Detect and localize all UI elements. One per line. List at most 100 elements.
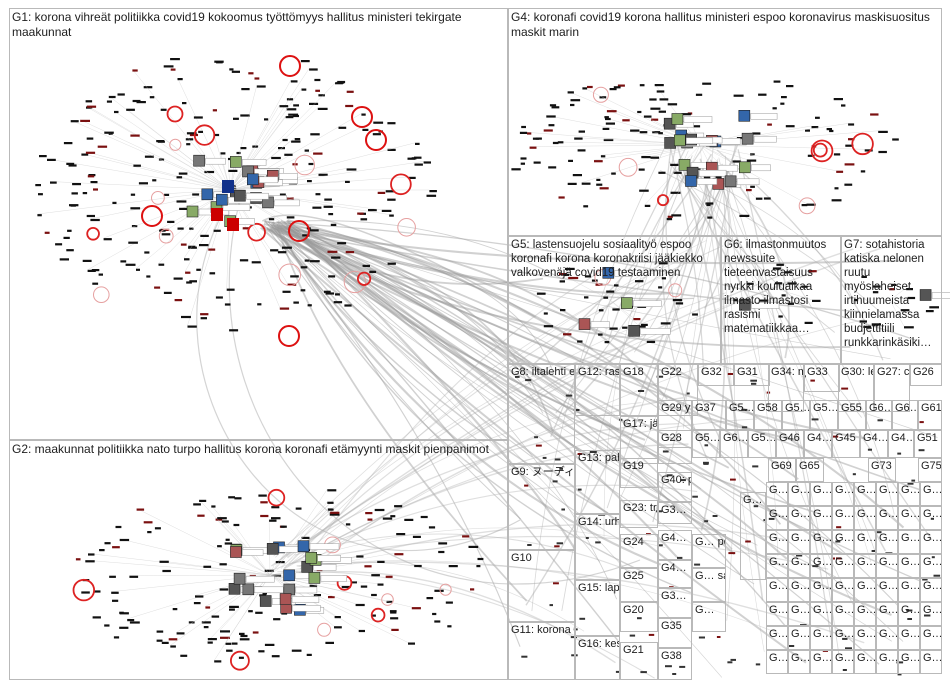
group-label: G4… xyxy=(661,562,687,574)
group-box-g5: G5: lastensuojelu sosiaalityö espoo koro… xyxy=(508,236,721,364)
grid-cell-label: G… xyxy=(857,580,876,592)
group-label: G5… xyxy=(785,402,810,414)
group-label: G20 xyxy=(623,604,644,616)
group-label: G22 xyxy=(661,366,682,378)
group-box-g14: G14: urheilu jääkie… liiga… xyxy=(575,514,620,580)
group-box-g30: G30: leijo… xyxy=(838,364,874,412)
grid-cell-label: G… xyxy=(857,532,876,544)
grid-cell-label: G… xyxy=(835,556,854,568)
group-box-g5r1: G5… xyxy=(692,430,720,458)
grid-cell-label: G… xyxy=(901,580,920,592)
grid-cell-label: G… xyxy=(769,604,788,616)
node xyxy=(728,552,736,555)
group-label: G73 xyxy=(871,460,892,472)
group-box-g6b: G6… xyxy=(892,400,918,430)
group-nodes xyxy=(509,9,941,235)
group-box-gm2: G… po… xyxy=(692,534,726,568)
grid-cell: G… xyxy=(810,482,832,506)
grid-cell-label: G… xyxy=(791,532,810,544)
grid-cell-label: G… xyxy=(813,628,832,640)
grid-cell: G… xyxy=(920,650,942,674)
group-label: G10 xyxy=(511,552,532,564)
grid-cell: G… xyxy=(854,602,876,626)
group-box-g17: G17: jääki… valk… xyxy=(620,416,658,464)
group-nodes xyxy=(10,441,507,679)
grid-cell-label: G… xyxy=(769,580,788,592)
group-box-g1: G1: korona vihreät politiikka covid19 ko… xyxy=(9,8,508,440)
group-box-g38: G38 xyxy=(658,648,692,680)
group-box-g8: G8: iltalehti elvytysse… koronafi ruoka … xyxy=(508,364,575,464)
group-box-g25: G25 xyxy=(620,568,658,602)
group-label: G9: ヌーディスト ドイツ ベルリン 露出狂 赤坂 大輔 フィン… xyxy=(511,466,575,478)
grid-cell: G… xyxy=(832,506,854,530)
group-box-g32: G32 xyxy=(698,364,734,386)
grid-cell: G… xyxy=(766,482,788,506)
grid-cell-label: G… xyxy=(835,508,854,520)
grid-cell: G… xyxy=(810,602,832,626)
grid-cell: G… xyxy=(788,530,810,554)
grid-cell-label: G… xyxy=(813,532,832,544)
grid-cell-label: G… xyxy=(901,652,920,664)
group-label: G29 yikk… xyxy=(661,402,691,414)
grid-cell: G… xyxy=(898,506,920,530)
grid-cell-label: G… xyxy=(791,604,810,616)
group-box-g4: G4: koronafi covid19 korona hallitus min… xyxy=(508,8,942,236)
grid-cell: G… xyxy=(876,530,898,554)
group-label: G24 xyxy=(623,536,644,548)
grid-cell-label: G… xyxy=(901,628,920,640)
node xyxy=(703,462,709,465)
group-label: G27: covi… xyxy=(877,366,910,378)
group-label: G6: ilmastonmuutos newssuite tieteenvast… xyxy=(724,239,827,335)
group-label: G5: lastensuojelu sosiaalityö espoo koro… xyxy=(511,239,703,279)
group-label: G37 xyxy=(695,402,716,414)
grid-cell: G… xyxy=(788,578,810,602)
node xyxy=(716,636,721,638)
grid-cell-label: G… xyxy=(923,604,942,616)
grid-cell-label: G… xyxy=(857,484,876,496)
group-label: G21 xyxy=(623,644,644,656)
node xyxy=(730,658,736,661)
group-label: G32 xyxy=(701,366,722,378)
group-label: G51 xyxy=(917,432,938,444)
group-label: G… sa… xyxy=(695,570,725,582)
group-label: G4… xyxy=(807,432,832,444)
group-box-g55: G55 xyxy=(838,400,866,430)
grid-cell-label: G… xyxy=(857,508,876,520)
group-label: G23: trum… xyxy=(623,502,657,514)
grid-cell-label: G… xyxy=(923,508,942,520)
grid-cell: G… xyxy=(854,482,876,506)
grid-cell: G… xyxy=(876,578,898,602)
grid-cell-label: G… xyxy=(813,484,832,496)
grid-cell: G… xyxy=(920,506,942,530)
node xyxy=(629,634,636,637)
grid-cell-label: G… xyxy=(857,628,876,640)
group-label: G28 xyxy=(661,432,682,444)
node xyxy=(698,636,705,639)
grid-cell-label: G… xyxy=(879,628,898,640)
group-label: G4… xyxy=(863,432,888,444)
grid-cell-label: G… xyxy=(835,580,854,592)
group-box-g4r: G4… xyxy=(804,430,832,458)
grid-cell-label: G… xyxy=(857,652,876,664)
node xyxy=(648,633,655,636)
grid-cell-label: G… xyxy=(769,484,788,496)
grid-cell-label: G… xyxy=(769,652,788,664)
grid-cell-label: G… xyxy=(813,580,832,592)
group-label: G65 xyxy=(799,460,820,472)
group-box-g11: G11: korona tanskanm… xyxy=(508,622,575,680)
grid-cell: G… xyxy=(832,578,854,602)
group-label: G33 xyxy=(807,366,828,378)
group-box-g61: G61 xyxy=(918,400,942,430)
grid-cell: G… xyxy=(854,506,876,530)
grid-cell-label: G… xyxy=(835,604,854,616)
grid-cell-label: G… xyxy=(923,652,942,664)
group-label: G… W… te… k… xyxy=(743,494,765,506)
grid-cell-label: G… xyxy=(835,628,854,640)
group-label: G58 xyxy=(757,402,778,414)
group-label: G12: rasismi korona ulina tiikeri… xyxy=(578,366,620,378)
grid-cell: G… xyxy=(766,602,788,626)
group-box-g45: G45 xyxy=(832,430,860,458)
grid-cell: G… xyxy=(898,482,920,506)
group-box-g6a: G6… xyxy=(866,400,892,430)
group-box-g4v: G4… xyxy=(658,560,692,588)
